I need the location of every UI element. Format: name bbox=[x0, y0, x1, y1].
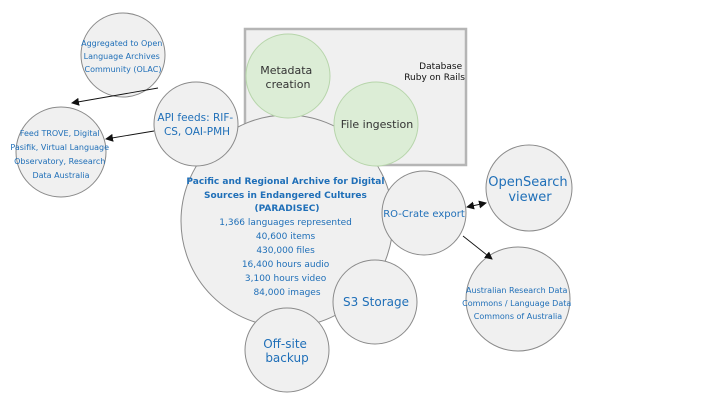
database-label: Database Ruby on Rails bbox=[404, 62, 465, 83]
arrow-rocrate-to-ardc bbox=[462, 235, 493, 260]
ingestion-node[interactable] bbox=[333, 81, 419, 167]
offsite-backup-node[interactable] bbox=[244, 307, 330, 393]
arrow-api-to-olac bbox=[71, 87, 159, 106]
s3-storage-node[interactable] bbox=[332, 259, 418, 345]
ardc-node[interactable] bbox=[465, 246, 571, 352]
s3-storage-label: S3 Storage bbox=[343, 295, 409, 309]
trove-node[interactable] bbox=[15, 106, 107, 198]
ardc-label: Australian Research Data Commons / Langu… bbox=[462, 286, 574, 321]
arrow-rocrate-to-opensearch bbox=[466, 200, 487, 210]
metadata-node[interactable] bbox=[245, 33, 331, 119]
api-feeds-node[interactable] bbox=[153, 81, 239, 167]
api-feeds-label: API feeds: RIF- CS, OAI-PMH bbox=[157, 112, 236, 138]
olac-label: Aggregated to Open Language Archives Com… bbox=[81, 39, 165, 74]
paradisec-stats: 1,366 languages represented 40,600 items… bbox=[219, 218, 354, 298]
ingestion-label: File ingestion bbox=[341, 118, 414, 131]
olac-node[interactable] bbox=[80, 12, 166, 98]
arrow-api-to-trove bbox=[105, 130, 155, 142]
rocrate-node[interactable] bbox=[381, 170, 467, 256]
paradisec-title: Pacific and Regional Archive for Digital… bbox=[186, 177, 387, 214]
opensearch-node[interactable] bbox=[485, 144, 573, 232]
metadata-label: Metadata creation bbox=[260, 64, 316, 91]
offsite-backup-label: Off-site backup bbox=[263, 337, 311, 365]
trove-label: Feed TROVE, Digital Pasifik, Virtual Lan… bbox=[10, 129, 111, 180]
rocrate-label: RO-Crate export bbox=[383, 209, 465, 220]
opensearch-label: OpenSearch viewer bbox=[488, 175, 572, 205]
